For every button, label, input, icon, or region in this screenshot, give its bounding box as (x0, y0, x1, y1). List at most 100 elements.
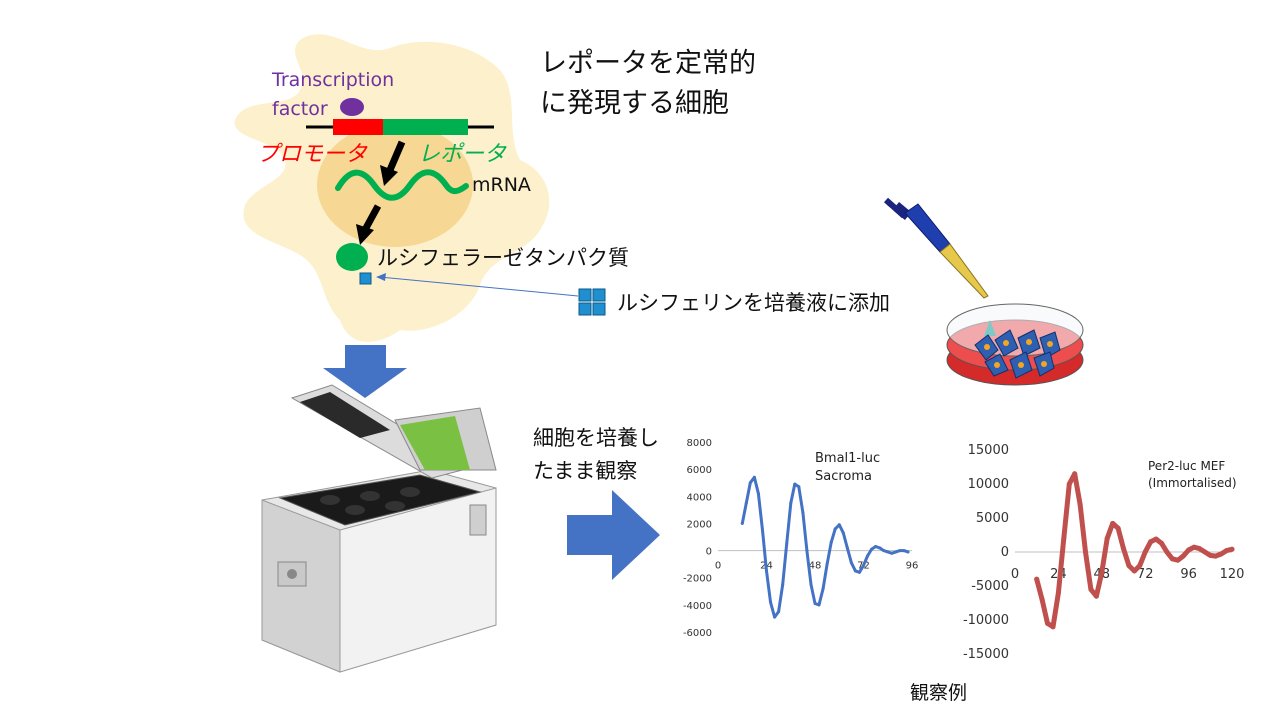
data-point (821, 587, 825, 591)
data-point (833, 527, 837, 531)
title-line-2: に発現する細胞 (540, 88, 729, 119)
data-point (902, 549, 906, 553)
data-point (1153, 536, 1159, 542)
data-point (752, 475, 756, 479)
reporter-label: レポータ (418, 142, 507, 167)
data-point (1039, 597, 1045, 603)
data-point (1115, 525, 1121, 531)
data-point (1213, 553, 1219, 559)
chart-per2-luc: 150001000050000-5000-10000-1500002448729… (963, 443, 1244, 662)
x-tick-label: 0 (715, 561, 721, 572)
data-point (1175, 557, 1181, 563)
y-tick-label: -15000 (963, 647, 1009, 662)
culture-text: 細胞を培養し たまま観察 (533, 422, 659, 488)
x-tick-label: 72 (1137, 567, 1154, 582)
data-point (1148, 539, 1154, 545)
data-point (1131, 568, 1137, 574)
data-point (1110, 520, 1116, 526)
y-tick-label: -2000 (683, 574, 712, 585)
data-point (882, 549, 886, 553)
data-point (1077, 501, 1083, 507)
data-point (813, 602, 817, 605)
data-point (1137, 563, 1143, 569)
data-point (793, 482, 797, 486)
data-point (1158, 540, 1164, 546)
luciferin-small-icon (359, 272, 372, 285)
data-point (862, 564, 865, 567)
data-point (817, 603, 821, 607)
data-point (1229, 546, 1235, 552)
data-point (1034, 576, 1040, 582)
transcription-factor-label: Transcription factor (272, 66, 394, 124)
data-point (894, 550, 898, 554)
data-point (1072, 471, 1078, 477)
data-point (785, 542, 789, 546)
transcription-factor-line-1: Transcription (272, 69, 395, 91)
data-point (825, 562, 829, 566)
cell-nucleus (317, 123, 473, 247)
chart-bmal1-luc: 80006000400020000-2000-4000-600002448729… (683, 438, 918, 639)
transcription-factor-line-2: factor (272, 98, 328, 120)
data-point (1169, 556, 1175, 562)
data-point (849, 561, 853, 565)
data-point (1224, 548, 1230, 554)
data-point (777, 610, 781, 614)
data-point (1218, 551, 1224, 557)
data-point (1061, 535, 1067, 541)
data-point (781, 583, 785, 586)
y-tick-label: 0 (1001, 545, 1009, 560)
culture-text-line-2: たまま観察 (533, 459, 638, 483)
data-point (886, 550, 890, 554)
data-point (760, 528, 764, 532)
data-point (801, 511, 805, 515)
data-point (1083, 549, 1089, 555)
title-line-1: レポータを定常的 (540, 48, 756, 79)
data-point (1164, 549, 1170, 555)
translation-arrow (356, 204, 382, 245)
chart-title-line: Per2-luc MEF (1148, 459, 1225, 473)
data-point (829, 540, 833, 544)
data-point (1104, 535, 1110, 541)
luminometer-device (261, 384, 497, 673)
title: レポータを定常的 に発現する細胞 (540, 44, 756, 124)
data-point (1045, 620, 1051, 626)
data-point (853, 569, 857, 573)
luciferase-protein-label: ルシフェラーゼタンパク質 (377, 246, 629, 270)
right-arrow (567, 490, 660, 580)
data-point (797, 485, 801, 489)
series-line (1034, 471, 1235, 630)
data-point (740, 521, 744, 525)
data-point (744, 501, 748, 505)
x-tick-label: 120 (1220, 567, 1245, 582)
series-line (740, 475, 910, 619)
x-tick-label: 96 (1180, 567, 1197, 582)
data-point (906, 550, 910, 554)
data-point (765, 569, 768, 573)
data-point (870, 547, 874, 551)
data-point (890, 551, 894, 555)
pipette-icon (884, 197, 989, 299)
data-point (898, 549, 902, 553)
data-point (1196, 546, 1202, 552)
y-tick-label: 8000 (687, 438, 712, 449)
data-point (805, 549, 809, 553)
data-point (857, 570, 861, 574)
luciferin-label: ルシフェリンを培養液に添加 (617, 291, 890, 315)
data-point (1126, 563, 1132, 569)
data-point (809, 583, 813, 586)
y-tick-label: -4000 (683, 601, 712, 612)
y-tick-label: 6000 (687, 465, 712, 476)
data-point (845, 546, 849, 550)
y-tick-label: 5000 (976, 511, 1009, 526)
data-point (1093, 593, 1099, 599)
y-tick-label: -10000 (963, 613, 1009, 628)
petri-dish-icon (946, 303, 1084, 386)
data-point (1202, 549, 1208, 555)
data-point (1099, 569, 1105, 575)
promoter-box (333, 119, 383, 135)
culture-text-line-1: 細胞を培養し (533, 426, 659, 450)
y-tick-label: 15000 (968, 443, 1009, 458)
chart-title-line: Bmal1-luc (815, 451, 880, 466)
chart-title-line: Sacroma (815, 469, 872, 484)
